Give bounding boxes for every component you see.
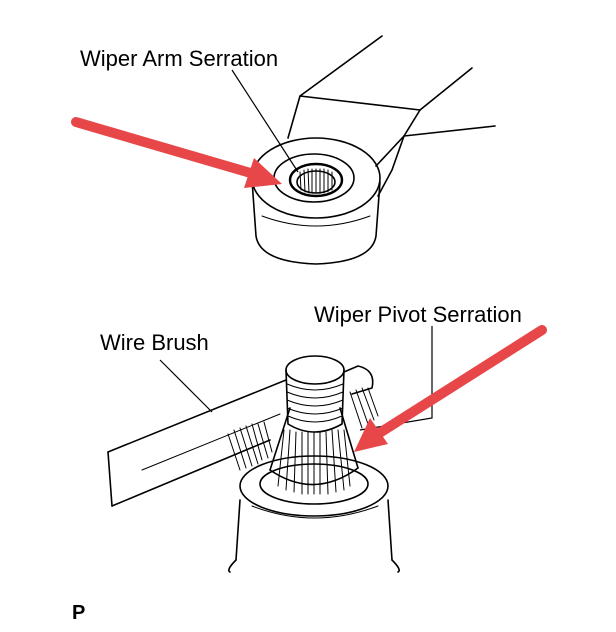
wiper-pivot-drawing (228, 355, 400, 573)
pivot-serration-leader (359, 326, 433, 431)
arrow-to-arm-serration (71, 117, 282, 188)
wire-brush-drawing (107, 379, 379, 507)
wire-brush-label: Wire Brush (100, 330, 209, 355)
wiper-arm-serration-label: Wiper Arm Serration (80, 46, 278, 71)
arm-serration-leader (231, 69, 299, 173)
arrow-to-pivot-serration (354, 325, 547, 452)
wiper-pivot-serration-label: Wiper Pivot Serration (314, 302, 522, 327)
wiper-arm-drawing (251, 35, 496, 265)
wire-brush-leader (159, 359, 213, 413)
figure-mark: P (72, 602, 85, 624)
